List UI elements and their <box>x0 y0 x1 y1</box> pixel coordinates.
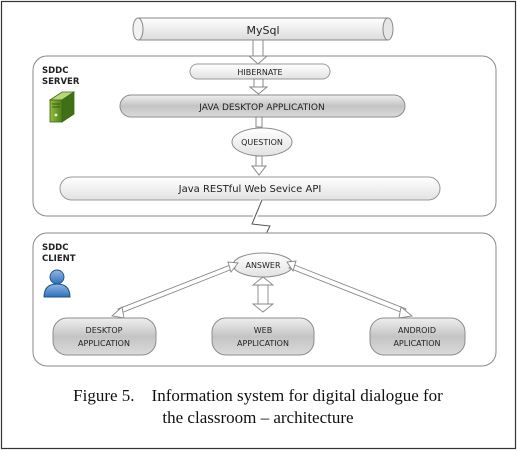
question-node: QUESTION <box>231 127 293 157</box>
answer-node: ANSWER <box>232 252 294 278</box>
server-icon <box>48 91 76 123</box>
figure-caption: Figure 5. Information system for digital… <box>18 385 498 429</box>
arrow-answer-android <box>286 260 414 319</box>
desktop-app-label: DESKTOP <box>86 326 123 335</box>
connector-question-api <box>250 155 268 176</box>
mysql-label: MySql <box>246 24 279 37</box>
figure-caption-line2: the classroom – architecture <box>162 408 354 427</box>
desktop-app-node: DESKTOP APPLICATION <box>52 317 157 356</box>
web-app-label: WEB <box>254 326 272 335</box>
question-label: QUESTION <box>241 138 283 147</box>
restful-api-node: Java RESTful Web Sevice API <box>59 176 441 201</box>
figure-caption-line1: Figure 5. Information system for digital… <box>73 386 443 405</box>
connector-desktop-question <box>255 116 263 128</box>
hibernate-label: HIBERNATE <box>237 68 282 77</box>
java-desktop-label: JAVA DESKTOP APPLICATION <box>198 103 324 113</box>
hibernate-node: HIBERNATE <box>189 63 331 80</box>
connector-mysql-hibernate <box>247 39 269 65</box>
server-title-2: SERVER <box>42 77 80 87</box>
user-icon <box>43 269 71 298</box>
arrow-answer-desktop <box>111 261 239 319</box>
android-app-label-2: APLICATION <box>393 339 440 348</box>
android-app-node: ANDROID APLICATION <box>369 317 466 356</box>
client-title: SDDC <box>42 243 68 253</box>
restful-api-label: Java RESTful Web Sevice API <box>178 184 322 195</box>
client-title-2: CLIENT <box>42 254 76 264</box>
arrow-answer-web <box>251 276 275 313</box>
mysql-database: MySql <box>132 17 394 41</box>
connector-hibernate-desktop <box>248 78 269 95</box>
web-app-node: WEB APPLICATION <box>211 317 315 356</box>
desktop-app-label-2: APPLICATION <box>78 339 130 348</box>
answer-label: ANSWER <box>245 261 281 270</box>
web-app-label-2: APPLICATION <box>237 339 289 348</box>
android-app-label: ANDROID <box>398 326 436 335</box>
java-desktop-node: JAVA DESKTOP APPLICATION <box>119 94 406 118</box>
server-title: SDDC <box>42 66 68 76</box>
